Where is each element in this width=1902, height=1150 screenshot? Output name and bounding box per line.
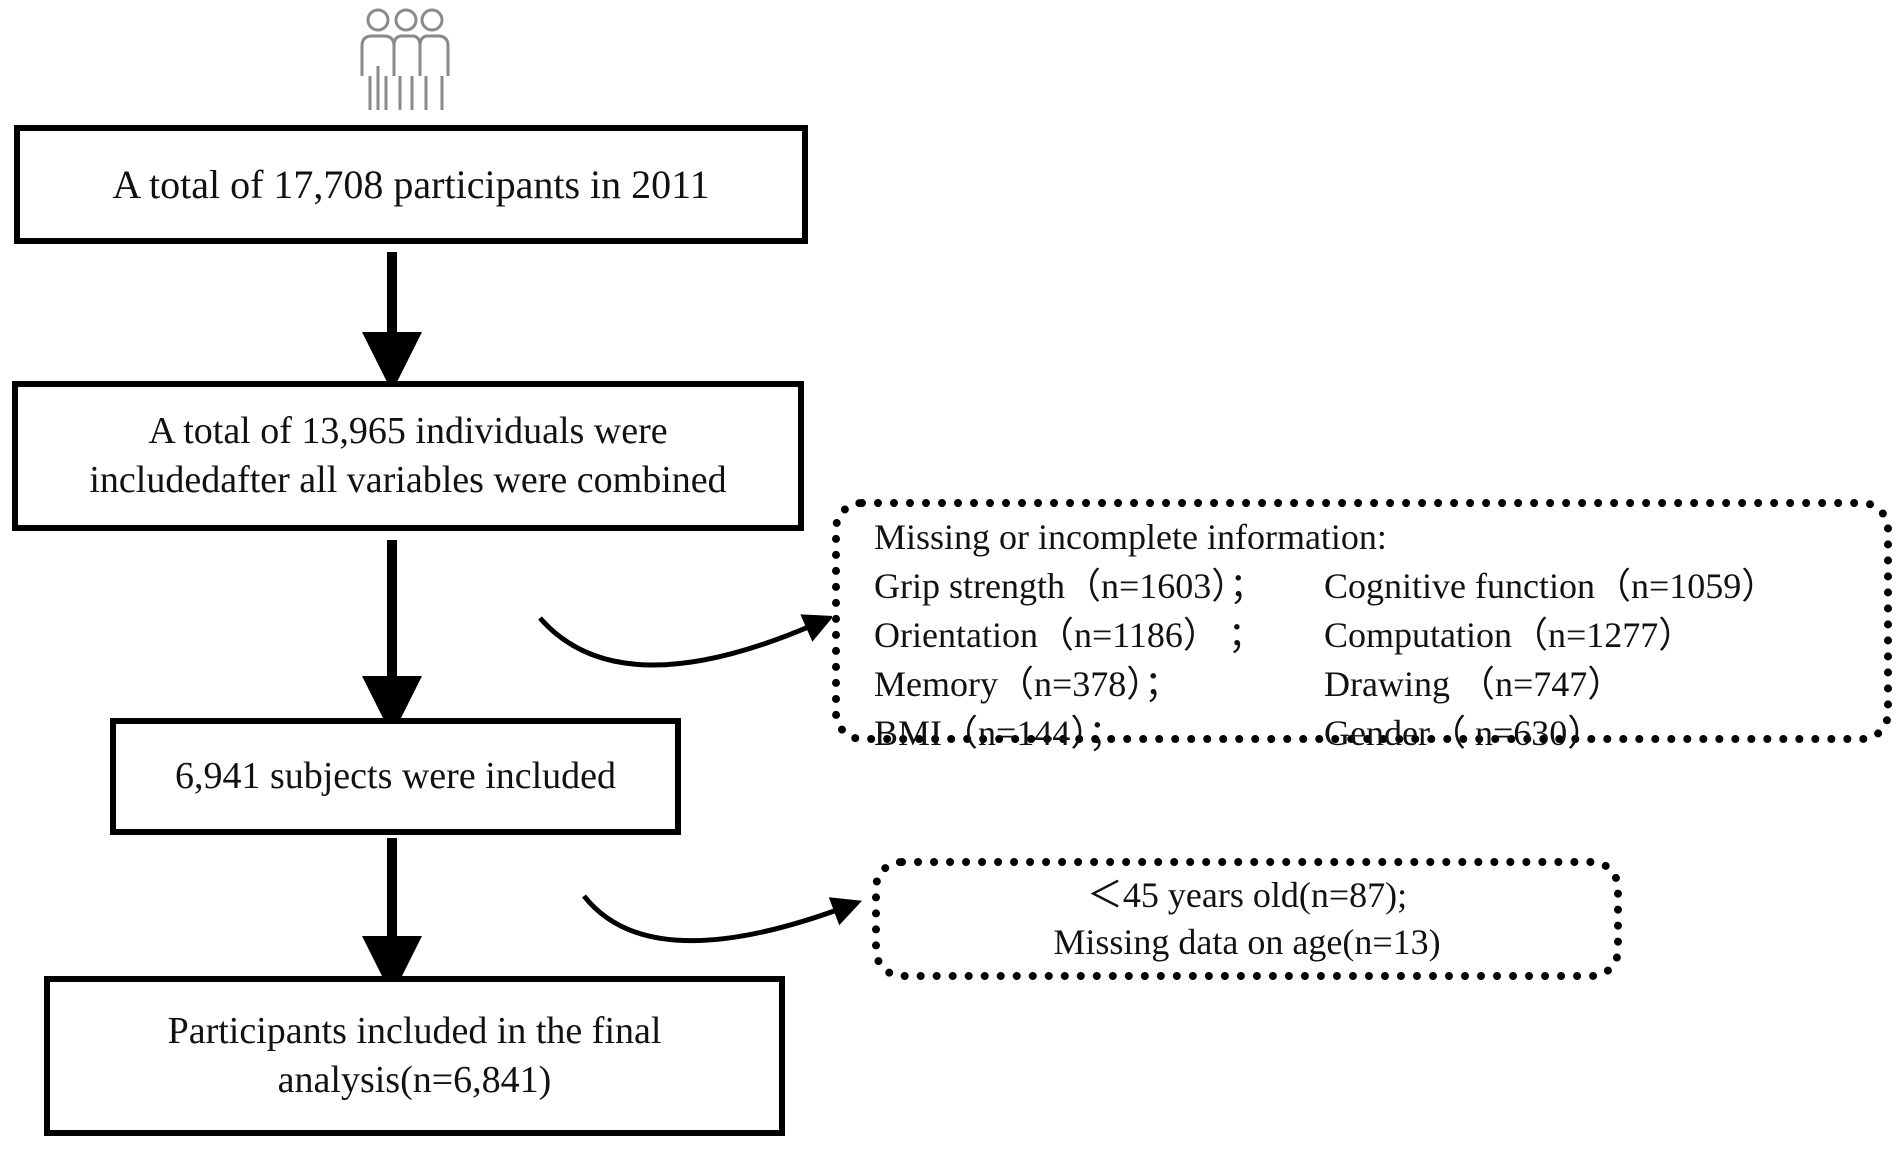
curved-arrow-exclusion1 [538,614,834,668]
exclusion-item-gender: Gender（ n=630） [1324,713,1604,753]
missing-information-title: Missing or incomplete information: [874,517,1387,557]
exclusion-item-memory: Memory（n=378）； [874,664,1181,704]
subjects-included-text: 6,941 subjects were included [174,755,617,798]
total-participants-box: A total of 17,708 participants in 2011 [14,125,808,244]
people-group-icon [360,8,450,110]
combined-variables-box: A total of 13,965 individuals were inclu… [12,381,804,531]
age-exclusion-box: ＜45 years old(n=87); Missing data on age… [872,858,1622,980]
exclusion-item-cognitive-function: Cognitive function（n=1059） [1324,566,1778,606]
exclusion-item-computation: Computation（n=1277） [1324,615,1695,655]
exclusion-row: Memory（n=378）； Drawing （n=747） [874,660,1874,708]
exclusion-item-grip-strength: Grip strength（n=1603）； [874,566,1266,606]
exclusion-item-bmi: BMI（n=144）； [874,713,1125,753]
age-exclusion-line2: Missing data on age(n=13) [1053,922,1441,962]
age-exclusion-line1: ＜45 years old(n=87); [1086,875,1408,916]
subjects-included-box: 6,941 subjects were included [110,718,681,835]
missing-information-exclusion-box: Missing or incomplete information: Grip … [832,499,1892,753]
exclusion-row: Grip strength（n=1603）； Cognitive functio… [874,562,1874,610]
final-analysis-box: Participants included in the final analy… [44,976,785,1136]
exclusion-item-drawing: Drawing （n=747） [1324,664,1624,704]
total-participants-text: A total of 17,708 participants in 2011 [112,161,710,207]
exclusion-row: Orientation（n=1186） ； Computation（n=1277… [874,611,1874,659]
combined-variables-line2: includedafter all variables were combine… [89,459,727,501]
exclusion-item-orientation: Orientation（n=1186） ； [874,615,1264,655]
exclusion-row: BMI（n=144）； Gender（ n=630） [874,709,1874,757]
final-analysis-line1: Participants included in the final [167,1010,662,1053]
combined-variables-line1: A total of 13,965 individuals were [148,410,668,453]
curved-arrow-exclusion2 [582,894,863,944]
final-analysis-line2: analysis(n=6,841) [277,1059,552,1101]
